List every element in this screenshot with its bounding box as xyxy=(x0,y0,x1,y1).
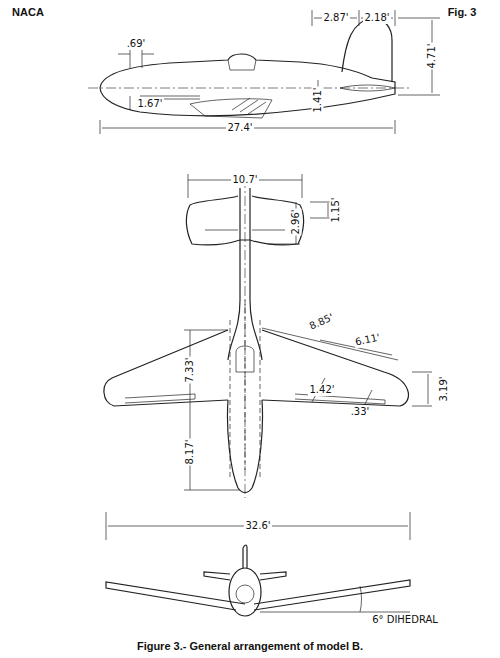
dimension-label: .33' xyxy=(350,406,371,418)
dimension-label: 6.11' xyxy=(354,331,383,348)
dimension-label: 1.42' xyxy=(308,384,335,396)
drawing-stroke xyxy=(205,230,285,231)
dimension-label: 27.4' xyxy=(226,122,253,134)
dimension-label: .69' xyxy=(126,38,147,50)
drawing-stroke xyxy=(342,18,392,82)
dimension-label: 8.85' xyxy=(307,311,337,333)
drawing-stroke xyxy=(118,50,154,68)
sheet-header: Fig. 3 xyxy=(447,6,478,18)
drawing-stroke xyxy=(204,572,286,580)
drawing-stroke xyxy=(106,512,410,540)
dimension-label: 3.19' xyxy=(438,375,450,402)
drawing-stroke xyxy=(232,98,266,114)
drawing-stroke xyxy=(184,330,240,490)
dimension-label: 8.17' xyxy=(184,438,196,465)
drawing-stroke xyxy=(130,96,131,110)
figure-caption: Figure 3.- General arrangement of model … xyxy=(136,640,364,652)
dimension-label: 1.15' xyxy=(330,196,342,223)
drawing-stroke xyxy=(243,545,247,568)
drawing-stroke xyxy=(188,174,302,198)
front-view xyxy=(106,512,410,616)
dimension-label: 2.18' xyxy=(363,12,390,24)
drawing-stroke xyxy=(236,585,254,603)
side-view xyxy=(88,10,440,134)
drawing-stroke xyxy=(245,178,246,498)
drawing-stroke xyxy=(190,99,272,118)
drawing-stroke xyxy=(100,54,395,116)
drawing-stroke xyxy=(88,88,410,89)
drawing-stroke xyxy=(268,202,335,244)
dimension-label: 7.33' xyxy=(184,356,196,383)
drawing-stroke xyxy=(125,394,385,404)
drawing-stroke xyxy=(398,18,440,95)
dimension-label: 32.6' xyxy=(244,520,271,532)
dimension-label: 2.87' xyxy=(322,12,349,24)
sheet-header: NACA xyxy=(11,6,45,18)
drawing-stroke xyxy=(262,328,398,360)
dimension-label: 1.67' xyxy=(136,98,163,110)
drawing-stroke xyxy=(100,120,395,134)
drawing-stroke xyxy=(260,586,410,612)
drawing-stroke xyxy=(312,10,395,26)
dimension-label: 4.71' xyxy=(426,42,438,69)
dimension-label: 2.96' xyxy=(290,208,302,235)
plan-view xyxy=(104,174,432,498)
drawing-stroke xyxy=(104,330,409,406)
dimension-label: 6° DIHEDRAL xyxy=(371,614,439,626)
drawing-stroke xyxy=(229,568,261,616)
dimension-label: 1.41' xyxy=(312,86,324,113)
dimension-label: 10.7' xyxy=(231,174,258,186)
drawing-stroke xyxy=(228,60,256,70)
